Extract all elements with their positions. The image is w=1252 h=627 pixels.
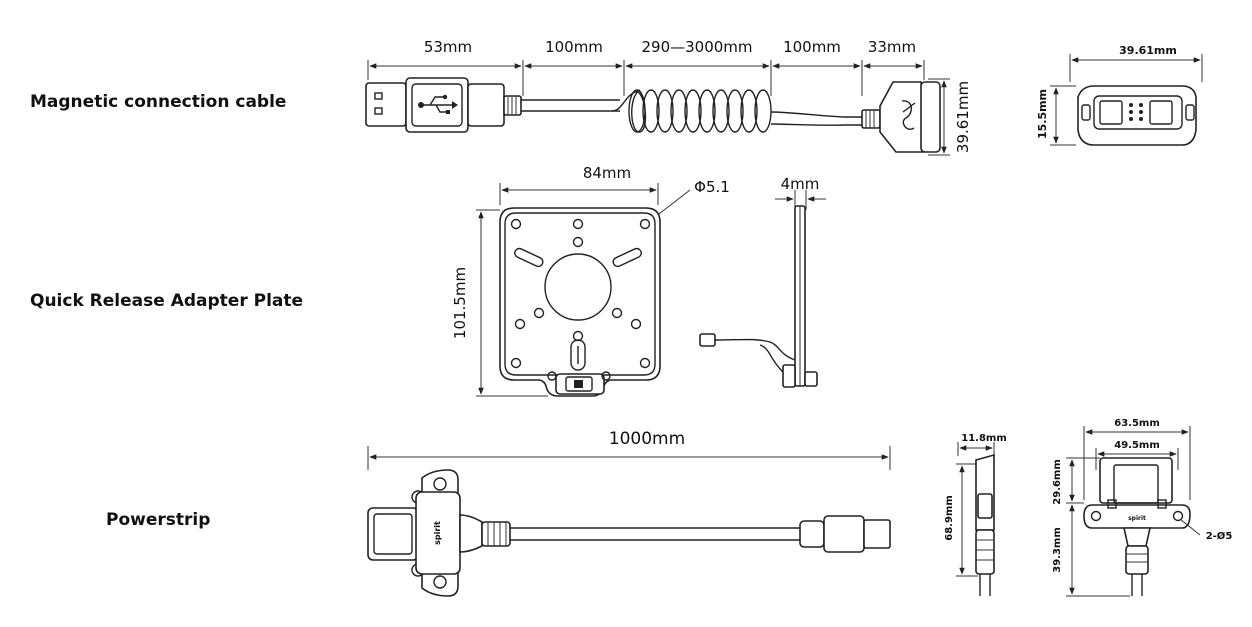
adapter-plate-outline <box>499 207 661 397</box>
cable-dim-coiled: 290—3000mm <box>641 38 752 56</box>
coil-loop <box>754 89 772 133</box>
cable-dim-height: 39.61mm <box>954 81 972 153</box>
svg-text:spirit: spirit <box>1128 515 1146 522</box>
front-dim-lower: 39.3mm <box>1052 527 1063 573</box>
coil-loop <box>670 89 688 133</box>
usb-symbol-icon <box>418 94 458 114</box>
front-dim-inner-width: 49.5mm <box>1114 440 1160 451</box>
coil-loop <box>712 89 730 133</box>
cable-dim-usb-plug: 53mm <box>424 38 472 56</box>
coil-loop <box>698 89 716 133</box>
powerstrip-cable <box>510 527 800 541</box>
adapter-plate-drawing: 84mm 101.5mm Φ5.1 <box>451 164 826 397</box>
row-label-powerstrip: Powerstrip <box>106 510 211 530</box>
front-dim-outer-width: 63.5mm <box>1114 418 1160 429</box>
cable-dim-straight-1: 100mm <box>545 38 603 56</box>
powerstrip-side-width: 11.8mm <box>961 433 1007 444</box>
plate-side-view <box>699 205 818 388</box>
row-label-adapter-plate: Quick Release Adapter Plate <box>30 291 304 311</box>
front-dim-holes: 2-Ø5 <box>1206 530 1233 542</box>
plate-center-hole <box>544 253 612 321</box>
powerstrip-strain-relief <box>481 521 511 547</box>
plate-dim-width: 84mm <box>583 164 631 182</box>
plate-dim-height: 101.5mm <box>451 267 469 339</box>
magnetic-connector-icon <box>861 81 941 153</box>
coil-loop <box>740 89 758 133</box>
plate-connector-icon <box>547 371 611 395</box>
row-label-magnetic-cable: Magnetic connection cable <box>30 92 287 112</box>
powerstrip-side-height: 68.9mm <box>944 495 955 541</box>
plate-dim-thickness: 4mm <box>781 175 820 193</box>
cable-dim-straight-2: 100mm <box>783 38 841 56</box>
plate-dim-hole: Φ5.1 <box>694 178 730 196</box>
side-view-height: 15.5mm <box>1036 89 1049 139</box>
cable-straight-segment-1 <box>521 99 620 112</box>
cable-straight-segment-2 <box>770 111 866 126</box>
coil-loop <box>656 89 674 133</box>
coil-loop <box>628 89 646 133</box>
coil-loop <box>726 89 744 133</box>
coil-loop <box>684 89 702 133</box>
cable-dim-connector: 33mm <box>868 38 916 56</box>
strain-relief-rings <box>503 95 522 116</box>
connector-side-view: 39.61mm 15.5mm <box>1036 44 1203 146</box>
coil-loop <box>642 89 660 133</box>
powerstrip-dim-length: 1000mm <box>609 429 685 449</box>
powerstrip-usb-plug-icon <box>799 515 891 553</box>
cable-extension-lines <box>367 60 925 96</box>
coiled-cable-icon <box>611 89 772 133</box>
front-dim-upper: 29.6mm <box>1052 459 1063 505</box>
powerstrip-connector-icon: spirit <box>367 469 511 597</box>
side-view-width: 39.61mm <box>1119 44 1177 57</box>
usb-plug-icon <box>365 77 522 133</box>
powerstrip-side-view: 11.8mm 68.9mm <box>944 433 1007 596</box>
powerstrip-drawing: 1000mm spirit <box>367 418 1233 597</box>
svg-text:spirit: spirit <box>433 521 442 545</box>
magnetic-cable-drawing: 53mm 100mm 290—3000mm 100mm 33mm <box>365 38 1203 156</box>
powerstrip-front-view: 63.5mm 49.5mm 29.6mm 39.3mm spiri <box>1052 418 1233 597</box>
